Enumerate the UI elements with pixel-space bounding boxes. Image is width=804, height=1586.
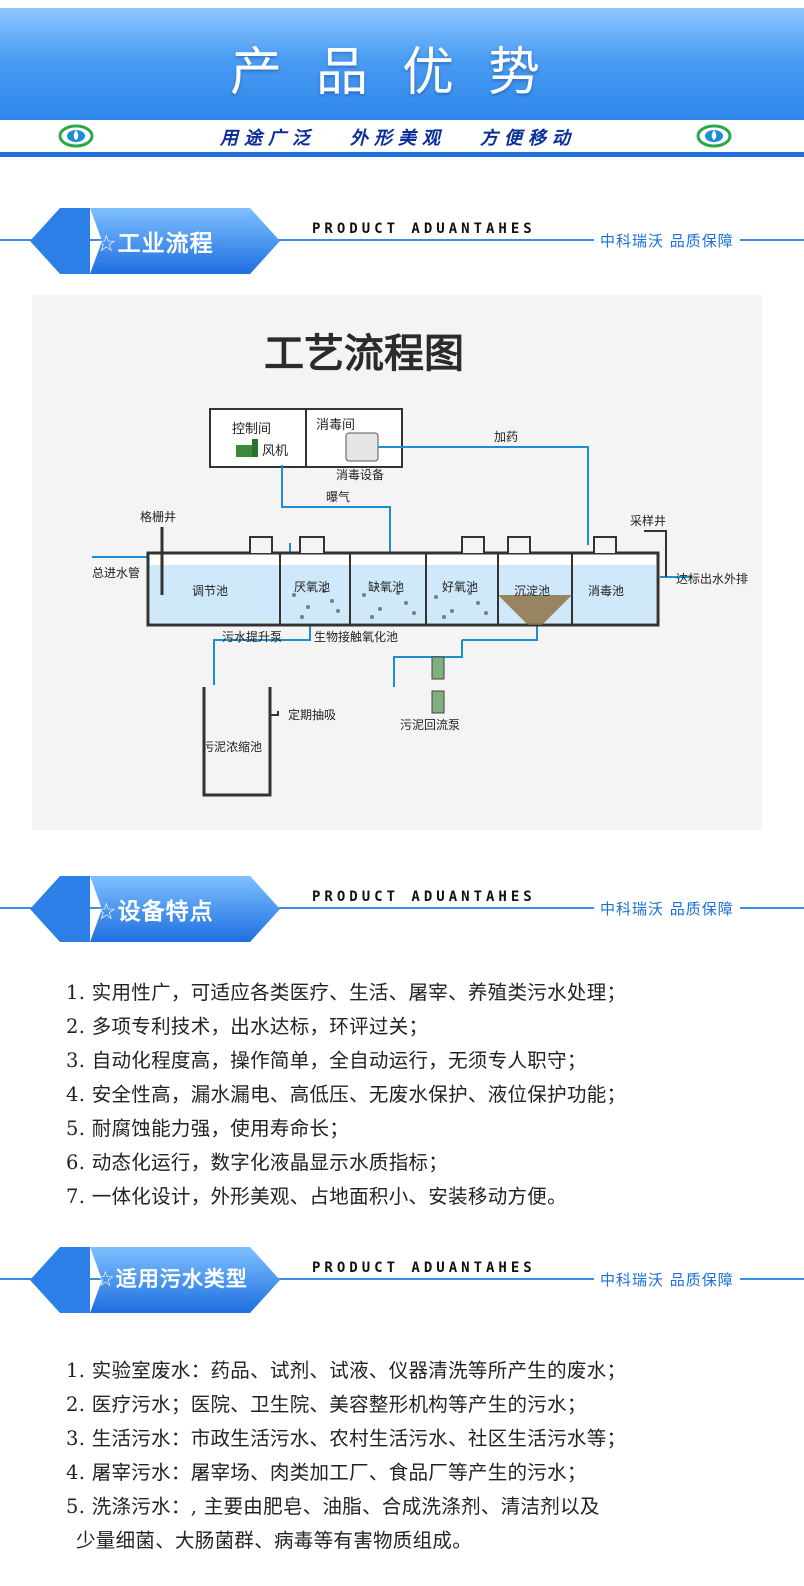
label-sampling-well: 采样井 <box>630 513 666 528</box>
slogan-bar <box>0 120 804 152</box>
drop-logo-icon <box>58 124 94 148</box>
section-header-features: ☆设备特点 PRODUCT ADUANTAHES 中科瑞沃 品质保障 <box>0 876 804 942</box>
label-aerobic-tank: 好氧池 <box>442 580 478 594</box>
process-flow-diagram: 工艺流程图 控制间 消毒间 风机 消毒设备 加药 曝气 <box>92 332 748 797</box>
disinfect-device-icon <box>345 432 379 462</box>
section-brand: 中科瑞沃 品质保障 <box>594 898 740 919</box>
top-banner: 产品优势 <box>0 8 804 120</box>
slogan-text: 用途广泛 <box>220 128 316 149</box>
label-regulating-tank: 调节池 <box>192 584 228 598</box>
list-item: 2. 多项专利技术，出水达标，环评过关； <box>66 1015 429 1038</box>
label-anoxic-tank: 缺氧池 <box>368 579 404 594</box>
list-item: 7. 一体化设计，外形美观、占地面积小、安装移动方便。 <box>66 1185 567 1208</box>
section-tab-shape <box>30 208 280 274</box>
list-item: 5. 耐腐蚀能力强，使用寿命长； <box>66 1117 350 1140</box>
list-item: 1. 实验室废水：药品、试剂、试液、仪器清洗等所产生的废水； <box>66 1359 627 1382</box>
label-anaerobic-tank: 厌氧池 <box>294 580 330 594</box>
sludge-tank <box>202 687 272 797</box>
tank-dividers <box>279 553 573 625</box>
label-sludge-return-pump: 污泥回流泵 <box>400 718 460 732</box>
feature-list: 1. 实用性广，可适应各类医疗、生活、屠宰、养殖类污水处理； 2. 多项专利技术… <box>66 976 626 1214</box>
section-english: PRODUCT ADUANTAHES <box>308 221 540 237</box>
list-item: 2. 医疗污水；医院、卫生院、美容整形机构等产生的污水； <box>66 1393 587 1416</box>
settling-cone <box>498 595 572 625</box>
manhole-risers <box>249 536 617 553</box>
list-item: 3. 自动化程度高，操作简单，全自动运行，无须专人职守； <box>66 1049 587 1072</box>
list-item: 少量细菌、大肠菌群、病毒等有害物质组成。 <box>76 1529 473 1552</box>
label-dosing: 加药 <box>494 430 518 444</box>
label-blower: 风机 <box>262 443 288 458</box>
label-sludge-tank: 污泥浓缩池 <box>202 739 262 754</box>
label-disinfect-tank: 消毒池 <box>588 584 624 598</box>
slogan-text: 方便移动 <box>480 128 576 149</box>
section-title: ☆适用污水类型 <box>96 1267 248 1291</box>
label-bio-contact: 生物接触氧化池 <box>314 629 398 644</box>
diagram-title: 工艺流程图 <box>264 332 464 376</box>
section-brand: 中科瑞沃 品质保障 <box>594 230 740 251</box>
list-item: 4. 屠宰污水：屠宰场、肉类加工厂、食品厂等产生的污水； <box>66 1461 587 1484</box>
label-periodic-suction: 定期抽吸 <box>288 707 336 722</box>
label-disinfect-room: 消毒间 <box>316 417 355 432</box>
label-lift-pump: 污水提升泵 <box>222 629 282 644</box>
wastewater-type-list: 1. 实验室废水：药品、试剂、试液、仪器清洗等所产生的废水； 2. 医疗污水；医… <box>66 1354 626 1558</box>
label-disinfect-device: 消毒设备 <box>336 468 384 482</box>
slogan-text: 外形美观 <box>350 128 446 149</box>
sludge-return-pump-icon <box>431 656 445 714</box>
section-title: ☆设备特点 <box>96 899 214 925</box>
label-settling-tank: 沉淀池 <box>514 584 550 598</box>
list-item: 3. 生活污水：市政生活污水、农村生活污水、社区生活污水等； <box>66 1427 627 1450</box>
label-inlet: 总进水管 <box>92 565 140 580</box>
process-diagram-panel: 工艺流程图 控制间 消毒间 风机 消毒设备 加药 曝气 <box>32 295 762 830</box>
list-item: 6. 动态化运行，数字化液晶显示水质指标； <box>66 1151 449 1174</box>
label-grille-well: 格栅井 <box>140 509 176 524</box>
section-english: PRODUCT ADUANTAHES <box>308 889 540 905</box>
section-english: PRODUCT ADUANTAHES <box>308 1260 540 1276</box>
aeration-bubbles <box>292 589 488 619</box>
banner-title: 产品优势 <box>229 43 574 103</box>
drop-logo-icon <box>696 124 732 148</box>
section-header-process: ☆工业流程 PRODUCT ADUANTAHES 中科瑞沃 品质保障 <box>0 208 804 274</box>
list-item: 1. 实用性广，可适应各类医疗、生活、屠宰、养殖类污水处理； <box>66 981 627 1004</box>
label-outlet: 达标出水外排 <box>676 572 748 586</box>
list-item: 4. 安全性高，漏水漏电、高低压、无废水保护、液位保护功能； <box>66 1083 627 1106</box>
label-aeration: 曝气 <box>326 489 350 504</box>
section-tab-shape <box>30 876 280 942</box>
section-title: ☆工业流程 <box>96 231 214 257</box>
section-brand: 中科瑞沃 品质保障 <box>594 1269 740 1290</box>
divider <box>0 152 804 157</box>
blower-icon <box>236 439 258 457</box>
list-item: 5. 洗涤污水：, 主要由肥皂、油脂、合成洗涤剂、清洁剂以及 <box>66 1495 600 1518</box>
label-control-room: 控制间 <box>232 421 271 436</box>
section-tab-shape <box>30 1247 280 1313</box>
section-header-wastewater: ☆适用污水类型 PRODUCT ADUANTAHES 中科瑞沃 品质保障 <box>0 1247 804 1313</box>
